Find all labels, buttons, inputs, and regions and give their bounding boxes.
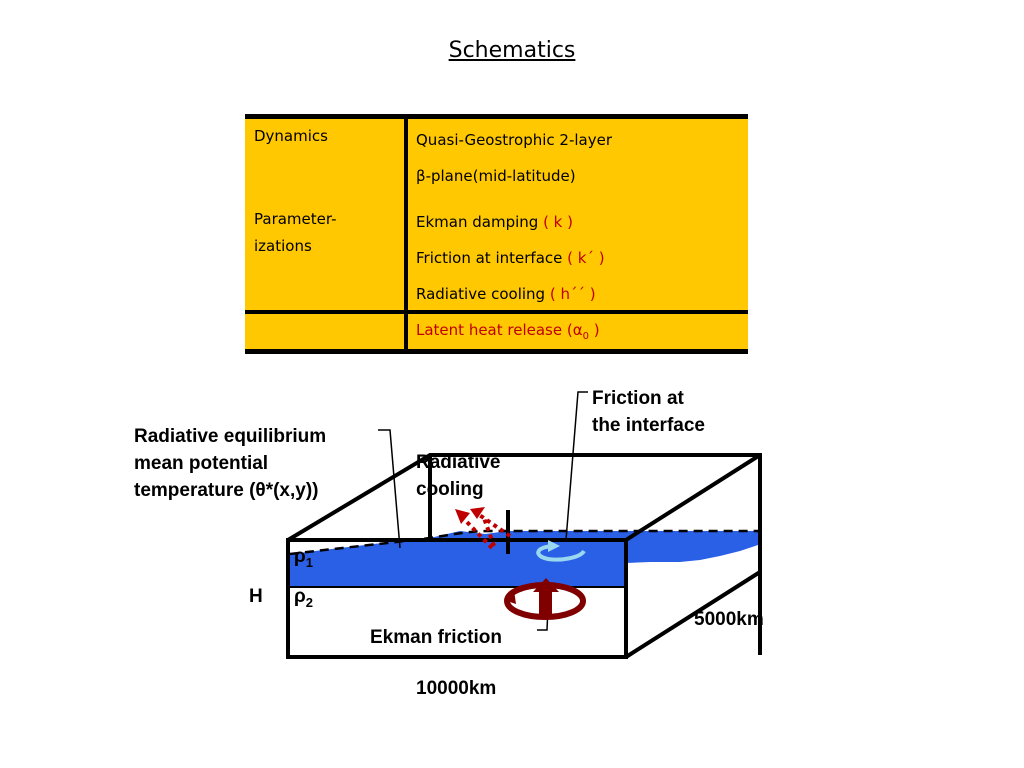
param-text: Ekman damping — [416, 213, 544, 231]
label-line: Friction at — [592, 388, 684, 409]
table-column-divider — [404, 114, 408, 354]
label-line: Radiative equilibrium — [134, 426, 327, 447]
radiative-cooling-arrows-icon — [463, 512, 512, 550]
label-line: cooling — [416, 479, 484, 500]
param-tail: ) — [588, 321, 600, 339]
radiative-equilibrium-label: Radiative equilibrium mean potential tem… — [134, 423, 326, 504]
cooling-arrowheads — [455, 507, 485, 524]
label-line: the interface — [592, 415, 705, 436]
ekman-circulation-icon — [504, 578, 586, 620]
row-label-parameterizations-1: Parameter- — [254, 210, 337, 228]
ekman-friction-label: Ekman friction — [370, 627, 502, 648]
rho-subscript: 1 — [305, 554, 313, 570]
radiative-cooling-label: Radiative cooling — [416, 449, 500, 503]
page-title: Schematics — [448, 38, 576, 63]
row-label-dynamics: Dynamics — [254, 127, 328, 145]
rho-symbol: ρ — [294, 586, 306, 607]
param-symbol: ( h´´ ) — [549, 285, 596, 303]
row-label-parameterizations-2: izations — [254, 237, 312, 255]
model-summary-table: Dynamics Quasi-Geostrophic 2-layer β-pla… — [245, 114, 748, 354]
zonal-extent-label: 10000km — [416, 678, 497, 699]
rho1-label: ρ1 — [294, 543, 313, 576]
param-symbol: ( k´ ) — [567, 249, 605, 267]
param-text: Latent heat release (α — [416, 321, 583, 339]
param-latent-heat-release: Latent heat release (α0 ) — [416, 321, 600, 346]
rho-subscript: 2 — [305, 594, 313, 610]
param-text: Friction at interface — [416, 249, 568, 267]
dynamics-line-1: Quasi-Geostrophic 2-layer — [416, 131, 612, 149]
leader-lines — [378, 391, 588, 631]
upper-layer-fluid — [288, 531, 760, 587]
rho-symbol: ρ — [294, 546, 306, 567]
depth-h-label: H — [249, 586, 263, 607]
param-subscript: 0 — [582, 331, 589, 342]
param-radiative-cooling: Radiative cooling ( h´´ ) — [416, 285, 596, 303]
param-interface-friction: Friction at interface ( k´ ) — [416, 249, 605, 267]
label-line: temperature (θ*(x,y)) — [134, 480, 319, 501]
interface-friction-label: Friction at the interface — [592, 385, 705, 439]
param-ekman-damping: Ekman damping ( k ) — [416, 213, 573, 231]
param-symbol: ( k ) — [543, 213, 573, 231]
label-line: Radiative — [416, 452, 501, 473]
param-text: Radiative cooling — [416, 285, 550, 303]
box-outline — [286, 453, 762, 659]
dynamics-line-2: β-plane(mid-latitude) — [416, 167, 576, 185]
interface-swirl-icon — [536, 540, 586, 562]
table-row-divider — [245, 310, 748, 314]
table-top-border — [245, 114, 748, 119]
rho2-label: ρ2 — [294, 583, 313, 616]
meridional-extent-label: 5000km — [694, 609, 764, 630]
label-line: mean potential — [134, 453, 269, 474]
table-bottom-border — [245, 349, 748, 354]
